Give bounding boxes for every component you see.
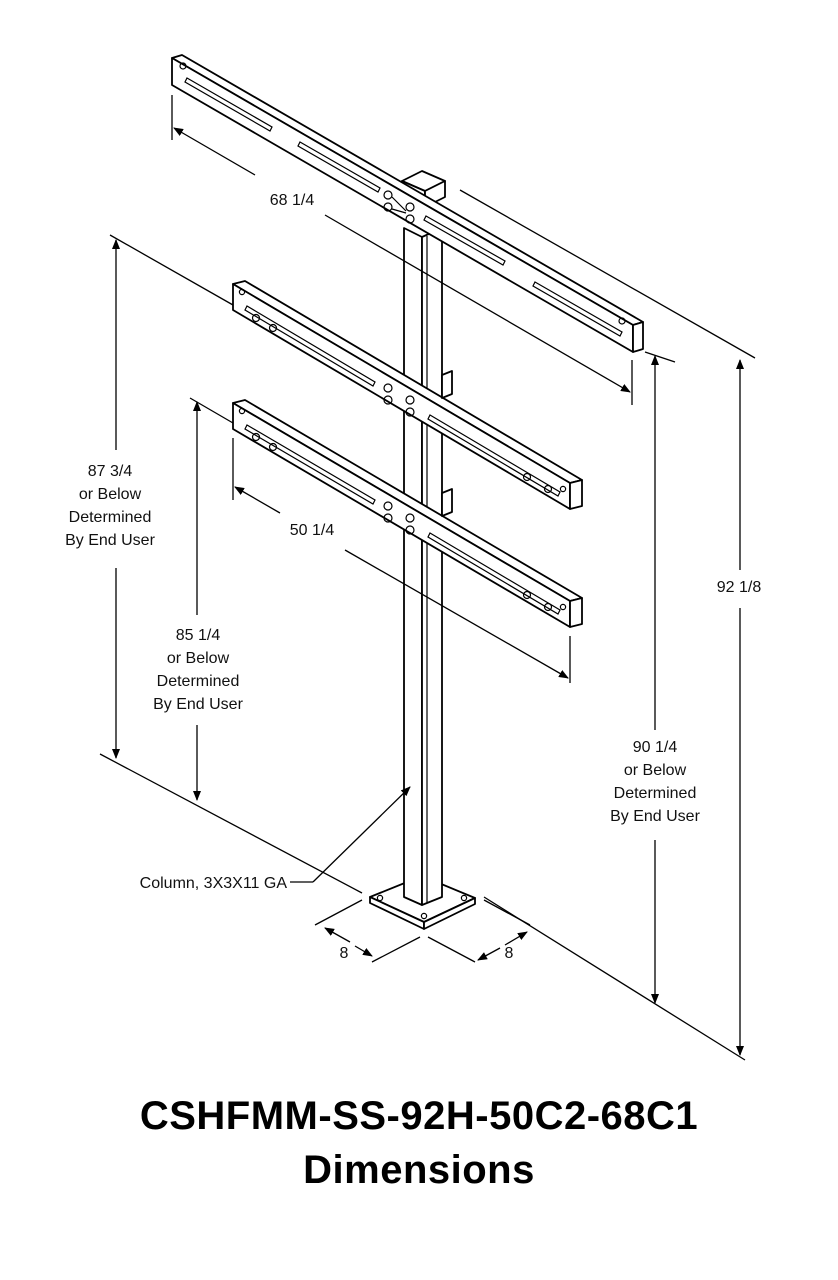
- lower-arm-height-line-3: Determined: [157, 673, 240, 690]
- top-arm-height-line-1: 90 1/4: [633, 739, 678, 756]
- lower-arm: [232, 399, 583, 628]
- lower-arm-height-label: 85 1/4 or Below Determined By End User: [153, 627, 243, 713]
- lower-arm-height-line-1: 85 1/4: [176, 627, 221, 644]
- top-arm-height-line-4: By End User: [610, 808, 700, 825]
- base-plate-right-label: 8: [505, 945, 514, 962]
- upper-arm-height-label: 87 3/4 or Below Determined By End User: [65, 463, 155, 549]
- upper-arm-height-line-4: By End User: [65, 532, 155, 549]
- upper-arm: [232, 280, 583, 510]
- lower-arm-span-label: 50 1/4: [290, 522, 335, 539]
- column-callout-label: Column, 3X3X11 GA: [140, 875, 288, 892]
- upper-arm-height-line-3: Determined: [69, 509, 152, 526]
- base-plate-left-label: 8: [340, 945, 349, 962]
- top-arm-span-label: 68 1/4: [270, 192, 315, 209]
- column: [403, 227, 443, 906]
- overall-height-label: 92 1/8: [717, 579, 762, 596]
- lower-arm-height-line-4: By End User: [153, 696, 243, 713]
- dimension-lines: [99, 95, 756, 1061]
- upper-arm-height-line-1: 87 3/4: [88, 463, 133, 480]
- drawing-subtitle: Dimensions: [303, 1148, 535, 1192]
- top-arm-height-line-3: Determined: [614, 785, 697, 802]
- top-arm-height-line-2: or Below: [624, 762, 687, 779]
- upper-arm-height-line-2: or Below: [79, 486, 142, 503]
- top-arm-height-label: 90 1/4 or Below Determined By End User: [610, 739, 700, 825]
- lower-arm-height-line-2: or Below: [167, 650, 230, 667]
- top-arm: [171, 54, 644, 353]
- drawing-title: CSHFMM-SS-92H-50C2-68C1: [139, 1094, 699, 1138]
